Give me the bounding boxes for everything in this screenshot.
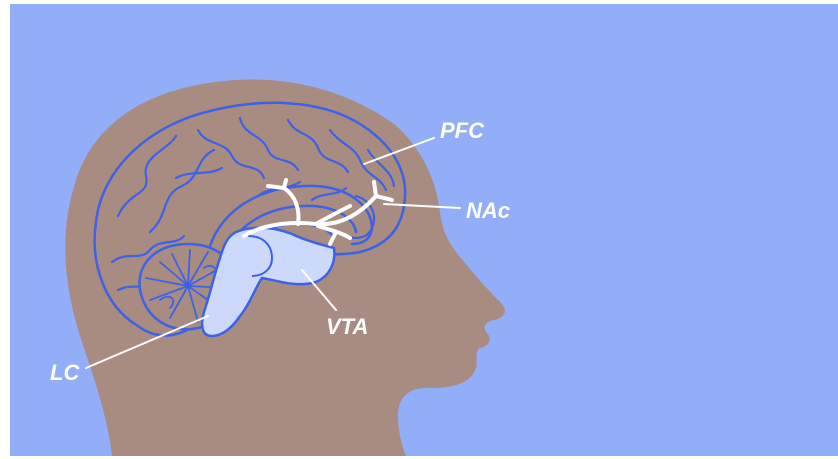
label-nac: NAc: [466, 198, 510, 223]
label-lc: LC: [50, 360, 80, 385]
label-pfc: PFC: [440, 118, 485, 143]
label-vta: VTA: [326, 314, 368, 339]
